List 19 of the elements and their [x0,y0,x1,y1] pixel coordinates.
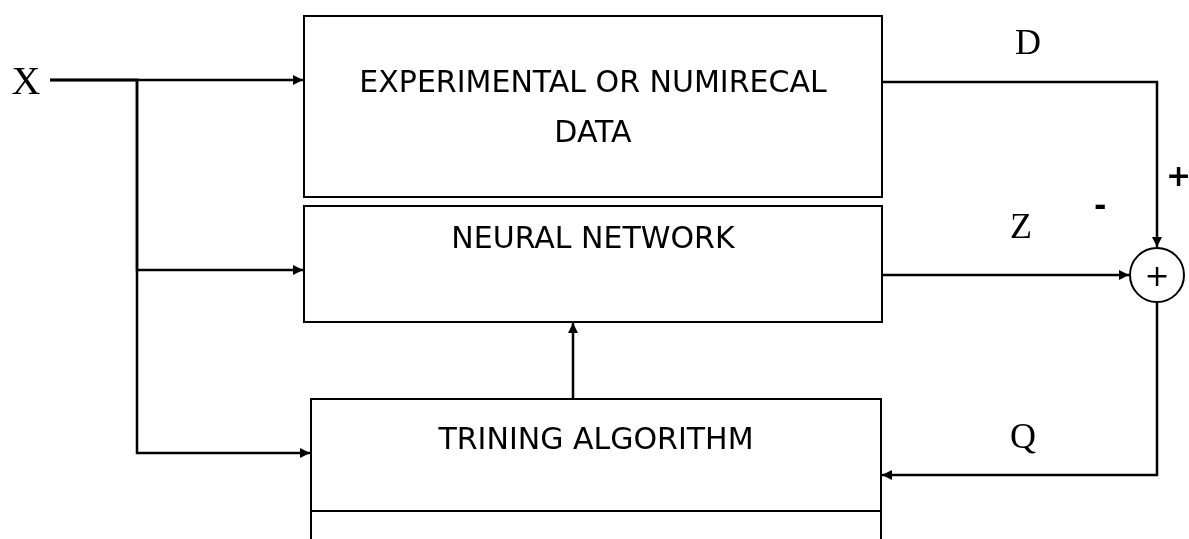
node-text: TRINING ALGORITHM [438,420,754,458]
process-box [303,15,883,198]
arrow [568,323,578,398]
arrow [883,80,1162,247]
arrow [50,78,310,458]
summing-junction [1129,247,1185,303]
node-text: EXPERIMENTAL OR NUMIRECAL DATA [358,62,828,151]
node-text: X [11,56,41,104]
arrow [883,270,1129,280]
edge-label: D [1015,22,1041,62]
process-box [303,205,883,323]
node-text: NEURAL NETWORK [451,219,735,257]
node-text: + [1144,257,1170,293]
edge-label: Q [1010,416,1036,456]
process-box [310,398,882,539]
sign-label: - [1094,190,1107,222]
arrow [882,303,1159,480]
edge-label: Z [1010,206,1032,246]
sign-label: + [1166,160,1189,192]
